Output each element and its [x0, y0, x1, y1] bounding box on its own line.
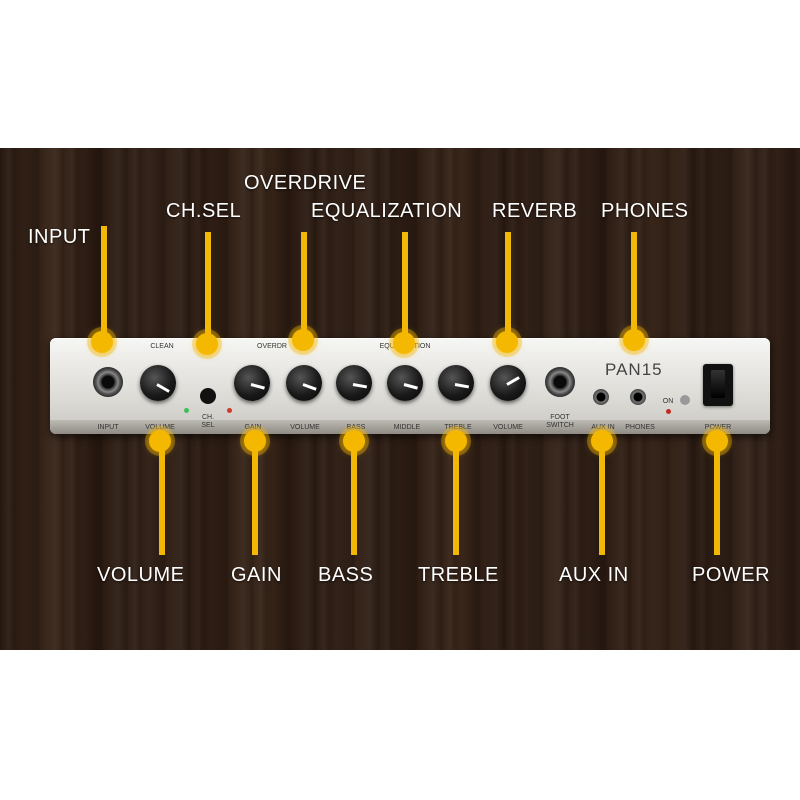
callout-gain-line: [252, 443, 258, 555]
callout-input-line: [101, 226, 107, 341]
overdrive-led-icon: [227, 408, 232, 413]
section-label-clean: CLEAN: [150, 343, 174, 350]
label-on: ON: [662, 398, 674, 405]
callout-bass: BASS: [318, 564, 374, 586]
callout-power-line: [714, 443, 720, 555]
label-power: POWER: [704, 424, 732, 431]
section-label-overdrive: OVERDR: [257, 343, 287, 350]
callout-bass-line: [351, 443, 357, 555]
callout-ch-sel: CH.SEL: [166, 200, 242, 222]
input-jack-icon[interactable]: [93, 367, 123, 397]
callout-volume-line: [159, 443, 165, 555]
label-foot-switch: FOOT SWITCH: [546, 414, 574, 429]
label-phones: PHONES: [625, 424, 655, 431]
treble-knob-icon[interactable]: [438, 365, 474, 401]
callout-power: POWER: [692, 564, 771, 586]
label-ch-sel: CH. SEL: [201, 414, 215, 429]
callout-reverb: REVERB: [492, 200, 578, 222]
hotspot-dot-icon: [244, 430, 266, 452]
callout-equalization: EQUALIZATION: [311, 200, 463, 222]
callout-equalization-line: [402, 232, 408, 342]
label-aux-in: AUX IN: [591, 424, 615, 431]
foot-switch-jack-icon[interactable]: [545, 367, 575, 397]
clean-volume-knob-icon[interactable]: [140, 365, 176, 401]
hotspot-dot-icon: [706, 430, 728, 452]
callout-volume: VOLUME: [97, 564, 185, 586]
overdrive-volume-knob-icon[interactable]: [286, 365, 322, 401]
hotspot-dot-icon: [445, 430, 467, 452]
hotspot-dot-icon: [591, 430, 613, 452]
phones-jack-icon[interactable]: [630, 389, 646, 405]
hotspot-dot-icon: [91, 331, 113, 353]
callout-phones-line: [631, 232, 637, 340]
label-middle: MIDDLE: [393, 424, 421, 431]
callout-aux-in: AUX IN: [559, 564, 629, 586]
bass-knob-icon[interactable]: [336, 365, 372, 401]
callout-treble-line: [453, 443, 459, 555]
power-led-icon: [666, 409, 671, 414]
callout-phones: PHONES: [601, 200, 689, 222]
callout-ch-sel-line: [205, 232, 211, 342]
clean-led-icon: [184, 408, 189, 413]
middle-knob-icon[interactable]: [387, 365, 423, 401]
label-treble: TREBLE: [444, 424, 472, 431]
callout-treble: TREBLE: [418, 564, 499, 586]
label-input: INPUT: [97, 424, 119, 431]
label-gain: GAIN: [244, 424, 262, 431]
model-name: PAN15: [605, 360, 663, 379]
label-overdrive-volume: VOLUME: [290, 424, 320, 431]
callout-input: INPUT: [28, 226, 91, 248]
label-reverb-volume: VOLUME: [493, 424, 523, 431]
hotspot-dot-icon: [149, 430, 171, 452]
power-switch[interactable]: [703, 364, 733, 406]
channel-select-button[interactable]: [200, 388, 216, 404]
panel-bottom-edge: [50, 420, 770, 434]
hotspot-dot-icon: [196, 333, 218, 355]
gain-knob-icon[interactable]: [234, 365, 270, 401]
hotspot-dot-icon: [496, 331, 518, 353]
hotspot-dot-icon: [343, 430, 365, 452]
callout-overdrive: OVERDRIVE: [244, 172, 367, 194]
label-bass: BASS: [346, 424, 366, 431]
callout-reverb-line: [505, 232, 511, 342]
callout-overdrive-line: [301, 232, 307, 340]
hotspot-dot-icon: [393, 332, 415, 354]
aux-in-jack-icon[interactable]: [593, 389, 609, 405]
hotspot-dot-icon: [292, 329, 314, 351]
callout-aux-in-line: [599, 443, 605, 555]
hotspot-dot-icon: [623, 329, 645, 351]
small-toggle-icon: [680, 395, 690, 405]
callout-gain: GAIN: [231, 564, 282, 586]
reverb-volume-knob-icon[interactable]: [490, 365, 526, 401]
label-clean-volume: VOLUME: [145, 424, 175, 431]
